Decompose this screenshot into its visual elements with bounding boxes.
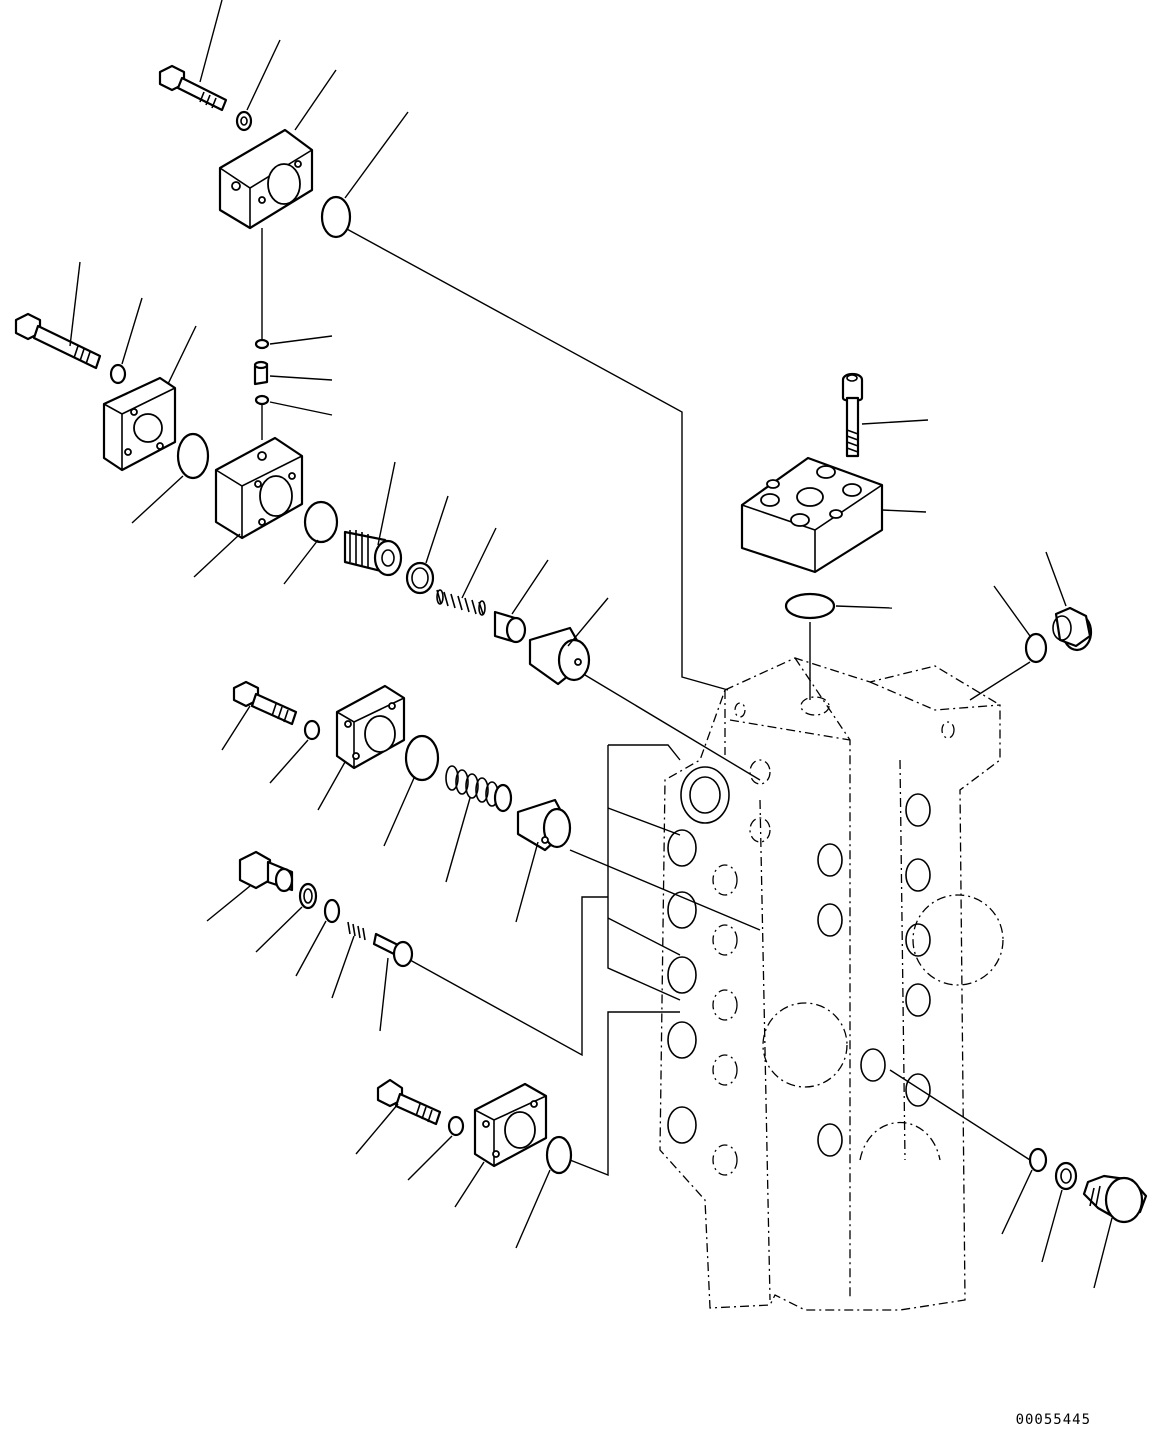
right-plug-bottom-washer [1041, 1161, 1078, 1263]
top-flange-o-ring [320, 111, 409, 239]
lower-flange-block [454, 1082, 548, 1208]
left-flange-bolt [14, 261, 102, 370]
plug-piston-1 [528, 597, 609, 686]
left-flange-washer [109, 297, 143, 385]
pin-stack [253, 335, 333, 416]
assembly-leader-lines [261, 227, 1031, 1177]
left-flange-o-ring [131, 432, 210, 524]
left-flange-block [102, 325, 197, 472]
valve-body-ports [667, 696, 955, 1176]
spring-2 [445, 765, 513, 883]
right-plug-bottom [1082, 1174, 1148, 1289]
poppet [372, 932, 414, 1032]
valve-spool [343, 461, 403, 577]
small-spring [331, 921, 366, 999]
mid-flange-o-ring [383, 734, 440, 847]
valve-o-ring [283, 500, 339, 585]
drawing-number: 00055445 [1015, 1412, 1091, 1428]
top-flange-bolt [158, 0, 228, 112]
right-plug-top [1045, 551, 1093, 652]
retaining-ring [405, 495, 449, 595]
lower-flange-washer [407, 1115, 465, 1181]
plug-piston-2 [515, 798, 572, 923]
top-flange-block [218, 69, 337, 230]
spring-seat [493, 559, 549, 644]
plug-1 [206, 850, 294, 922]
lower-flange-o-ring [515, 1135, 573, 1249]
top-flange-washer [235, 39, 281, 132]
mid-flange-block [317, 684, 406, 811]
main-valve-block [193, 436, 304, 578]
plug-1-ring [295, 898, 341, 977]
cover-block [740, 456, 927, 574]
cover-o-ring [784, 592, 893, 620]
right-plug-bottom-o-ring [1001, 1147, 1048, 1235]
mid-flange-bolt [221, 680, 298, 751]
spring-1 [436, 527, 497, 616]
lower-flange-bolt [355, 1078, 442, 1155]
plug-1-o-ring [255, 882, 318, 953]
valve-body [659, 657, 1004, 1311]
right-plug-top-o-ring [993, 585, 1048, 664]
cover-bolt [841, 372, 929, 458]
mid-flange-washer [269, 719, 321, 784]
